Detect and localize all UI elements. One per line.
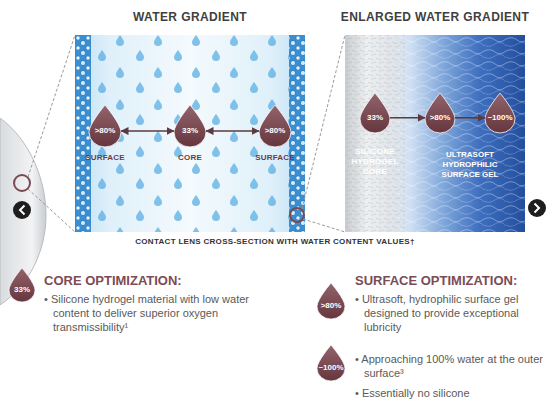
gradient-panel: ENLARGED WATER GRADIENT33%SILICONE HYDRO… [345,35,525,232]
water-value: >80% [85,126,125,135]
water-value: >80% [313,301,349,310]
gradient-panel: WATER GRADIENT>80%SURFACE33%CORE>80%SURF… [75,35,305,232]
section-heading: CORE OPTIMIZATION: [44,273,284,288]
bullet-text: • Ultrasoft, hydrophilic surface gel des… [355,292,550,334]
region-label: SILICONE HYDROGEL CORE [342,147,408,177]
region-label: SURFACE [255,153,295,162]
water-value: 33% [356,113,394,122]
panel-heading: WATER GRADIENT [45,10,335,24]
gradient-arrow [455,117,485,119]
gradient-arrow [121,130,174,132]
water-value: >80% [421,113,459,122]
bullet-text: • Approaching 100% water at the outer su… [355,352,549,380]
panel-heading: ENLARGED WATER GRADIENT [315,10,550,24]
water-drop: >80% [317,283,345,319]
gradient-arrow [206,130,259,132]
region-label: ULTRASOFT HYDROPHILIC SURFACE GEL [430,150,510,180]
gradient-arrow [390,117,425,119]
region-label: CORE [178,153,202,162]
water-drop: >80%SURFACE [89,105,121,147]
region-label: SURFACE [85,153,125,162]
water-drop: >80%SURFACE [259,105,291,147]
water-drop: ~100% [317,345,345,381]
water-value: 33% [5,285,39,294]
bullet-text: • Essentially no silicone [355,386,549,400]
bullet-text: • Silicone hydrogel material with low wa… [44,292,273,334]
section-heading: SURFACE OPTIMIZATION: [355,273,545,288]
water-drop: ~100% [485,93,515,133]
water-value: >80% [255,126,295,135]
water-value: ~100% [481,113,519,122]
water-drop: 33%CORE [174,105,206,147]
figure-caption: CONTACT LENS CROSS-SECTION WITH WATER CO… [0,237,550,246]
water-drop: 33% [9,268,35,302]
water-drop: 33%SILICONE HYDROGEL CORE [360,93,390,133]
water-value: 33% [170,126,210,135]
water-value: ~100% [313,363,349,372]
water-drop: >80% [425,93,455,133]
